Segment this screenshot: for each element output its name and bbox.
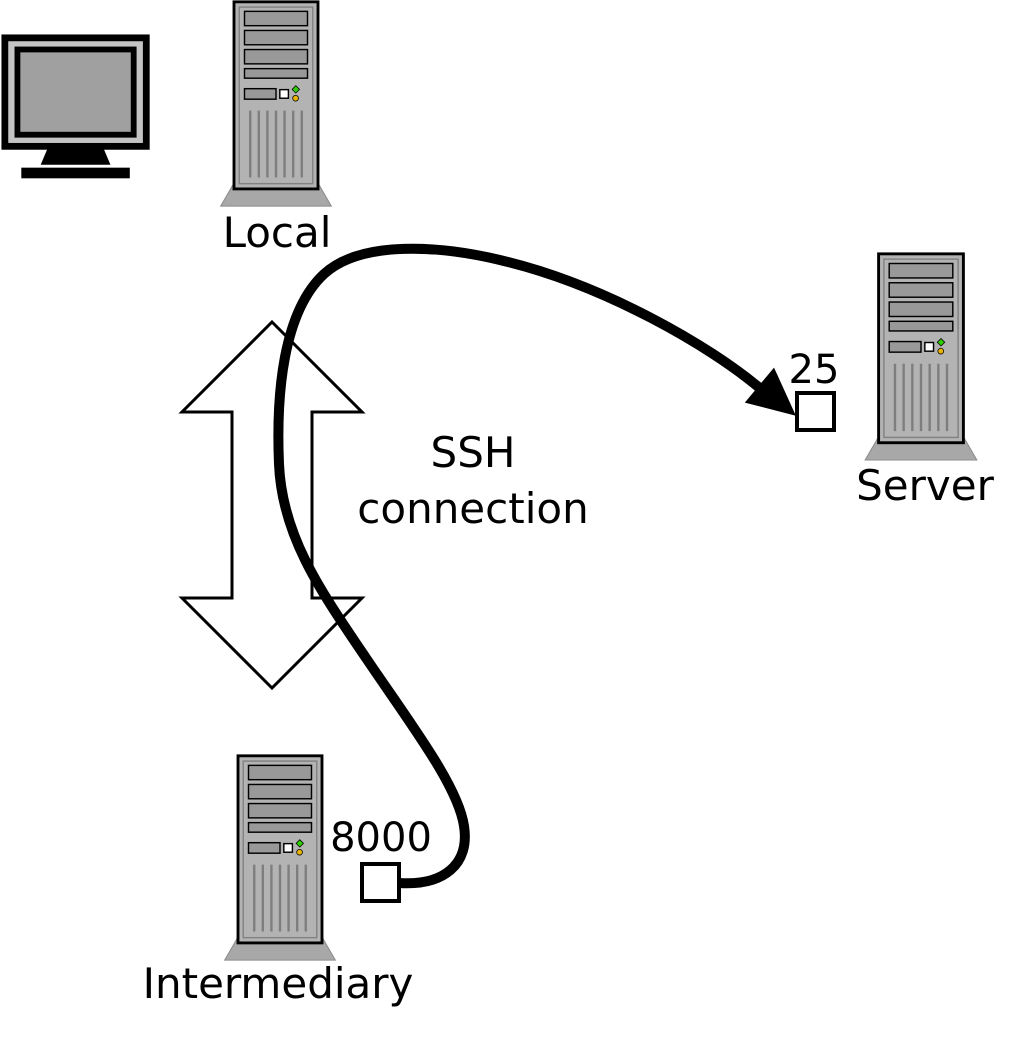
server-computer-icon [863,252,979,462]
tunnel-arrowhead-icon [744,367,796,416]
server-port-number: 25 [789,347,840,393]
intermediary-label: Intermediary [143,959,414,1008]
intermediary-port-number: 8000 [330,815,432,861]
monitor-icon [5,38,146,178]
tunnel-path [273,243,767,889]
ssh-connection-label-line1: SSH [431,428,516,477]
server-port-box [795,391,836,432]
intermediary-port-box [360,862,401,903]
local-computer-icon [219,0,333,208]
intermediary-computer-icon [223,754,337,962]
local-label: Local [223,208,332,257]
ssh-connection-label-line2: connection [357,484,588,533]
ssh-double-arrow [178,319,366,691]
server-label: Server [856,461,994,510]
